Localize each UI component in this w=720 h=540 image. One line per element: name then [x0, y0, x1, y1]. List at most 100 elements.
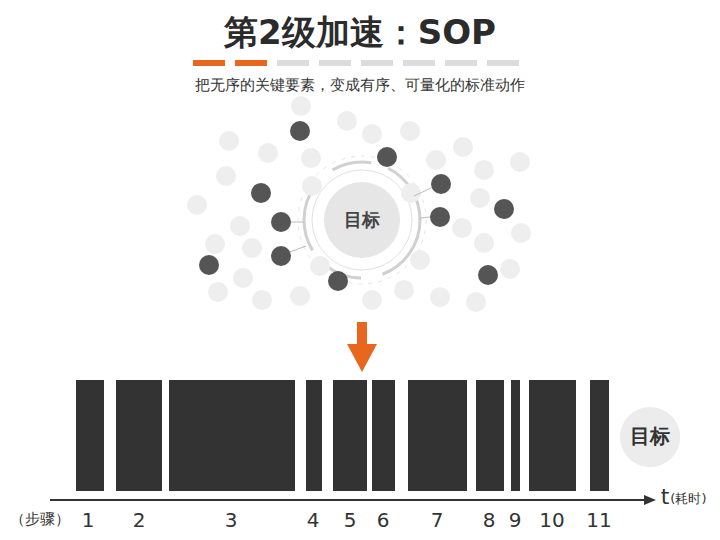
light-dot	[453, 137, 473, 157]
step-bar	[372, 380, 395, 491]
dark-dot	[494, 199, 514, 219]
light-dot	[410, 250, 430, 270]
dash-orange	[235, 60, 267, 66]
light-dot	[252, 290, 272, 310]
light-dot	[258, 143, 278, 163]
node-text-holder: 目标	[620, 407, 680, 467]
axis-symbol: t	[661, 484, 670, 509]
title-dashes	[193, 60, 519, 66]
dot-link	[291, 222, 304, 223]
dash-grey	[277, 60, 309, 66]
dot-link	[420, 217, 430, 218]
step-bar	[408, 380, 467, 491]
down-arrow	[347, 322, 377, 372]
dash-grey	[319, 60, 351, 66]
target-circle: 目标	[324, 182, 400, 258]
step-number: 9	[509, 509, 522, 532]
step-bar	[169, 380, 295, 491]
arrow-shaft	[357, 322, 367, 346]
light-dot	[394, 280, 414, 300]
step-number: 7	[431, 509, 444, 532]
step-number: 1	[82, 509, 95, 532]
dot-link	[414, 188, 431, 196]
light-dot	[426, 150, 446, 170]
dash-grey	[445, 60, 477, 66]
light-dot	[500, 259, 520, 279]
light-dot	[452, 218, 472, 238]
node-text-holder: 目标	[324, 182, 400, 258]
scatter-dots	[187, 96, 531, 312]
light-dot	[510, 152, 530, 172]
axis-label: （步骤）	[10, 511, 70, 528]
target-circle: 目标	[620, 407, 680, 467]
step-bars	[76, 380, 609, 491]
dark-dot	[290, 121, 310, 141]
light-dot	[205, 234, 225, 254]
dark-dot	[271, 246, 291, 266]
node-text: 目标	[344, 210, 380, 231]
light-dot	[233, 268, 253, 288]
dash-grey	[403, 60, 435, 66]
step-bar	[306, 380, 322, 491]
light-dot	[400, 121, 420, 141]
step-number: 4	[307, 509, 320, 532]
light-dot	[216, 166, 236, 186]
ring-inner	[312, 170, 412, 270]
dash-grey	[361, 60, 393, 66]
ring-ticks	[298, 156, 426, 284]
light-dot	[474, 160, 494, 180]
step-number: 11	[586, 509, 611, 532]
dark-dot	[199, 255, 219, 275]
step-number: 8	[483, 509, 496, 532]
ring-arc	[304, 162, 420, 278]
subtitle: 把无序的关键要素，变成有序、可量化的标准动作	[195, 77, 525, 94]
light-dot	[362, 290, 382, 310]
light-dot	[230, 216, 250, 236]
light-dot	[208, 282, 228, 302]
light-dot	[310, 256, 330, 276]
step-number: 3	[225, 509, 238, 532]
dot-link	[290, 246, 306, 252]
light-dot	[401, 183, 421, 203]
step-number: 5	[344, 509, 357, 532]
step-bar	[116, 380, 162, 491]
dark-dot	[431, 174, 451, 194]
axis-arrowhead	[644, 495, 656, 505]
circle-fill	[620, 407, 680, 467]
light-dot	[301, 148, 321, 168]
dash-orange	[193, 60, 225, 66]
axis-line	[50, 499, 646, 501]
dark-dot	[478, 265, 498, 285]
step-number: 6	[377, 509, 390, 532]
node-text: 目标	[630, 425, 670, 448]
arrow-head	[347, 344, 377, 372]
light-dot	[474, 233, 494, 253]
step-number: 10	[539, 509, 564, 532]
light-dot	[337, 111, 357, 131]
step-bar	[476, 380, 504, 491]
light-dot	[302, 176, 322, 196]
light-dot	[362, 124, 382, 144]
light-dot	[187, 195, 207, 215]
light-dot	[511, 223, 531, 243]
light-dot	[219, 131, 239, 151]
light-dot	[242, 238, 262, 258]
step-bar	[76, 380, 104, 491]
step-bar	[333, 380, 367, 491]
light-dot	[470, 188, 490, 208]
step-bar	[511, 380, 520, 491]
light-dot	[290, 286, 310, 306]
axis-unit: (耗时)	[670, 492, 706, 507]
dash-grey	[487, 60, 519, 66]
dark-dot	[271, 212, 291, 232]
light-dot	[291, 96, 311, 116]
step-bar	[529, 380, 576, 491]
light-dot	[466, 292, 486, 312]
dark-dot	[430, 207, 450, 227]
step-number: 2	[133, 509, 146, 532]
light-dot	[430, 287, 450, 307]
step-bar	[590, 380, 609, 491]
time-axis	[50, 495, 656, 505]
dark-dot	[251, 183, 271, 203]
